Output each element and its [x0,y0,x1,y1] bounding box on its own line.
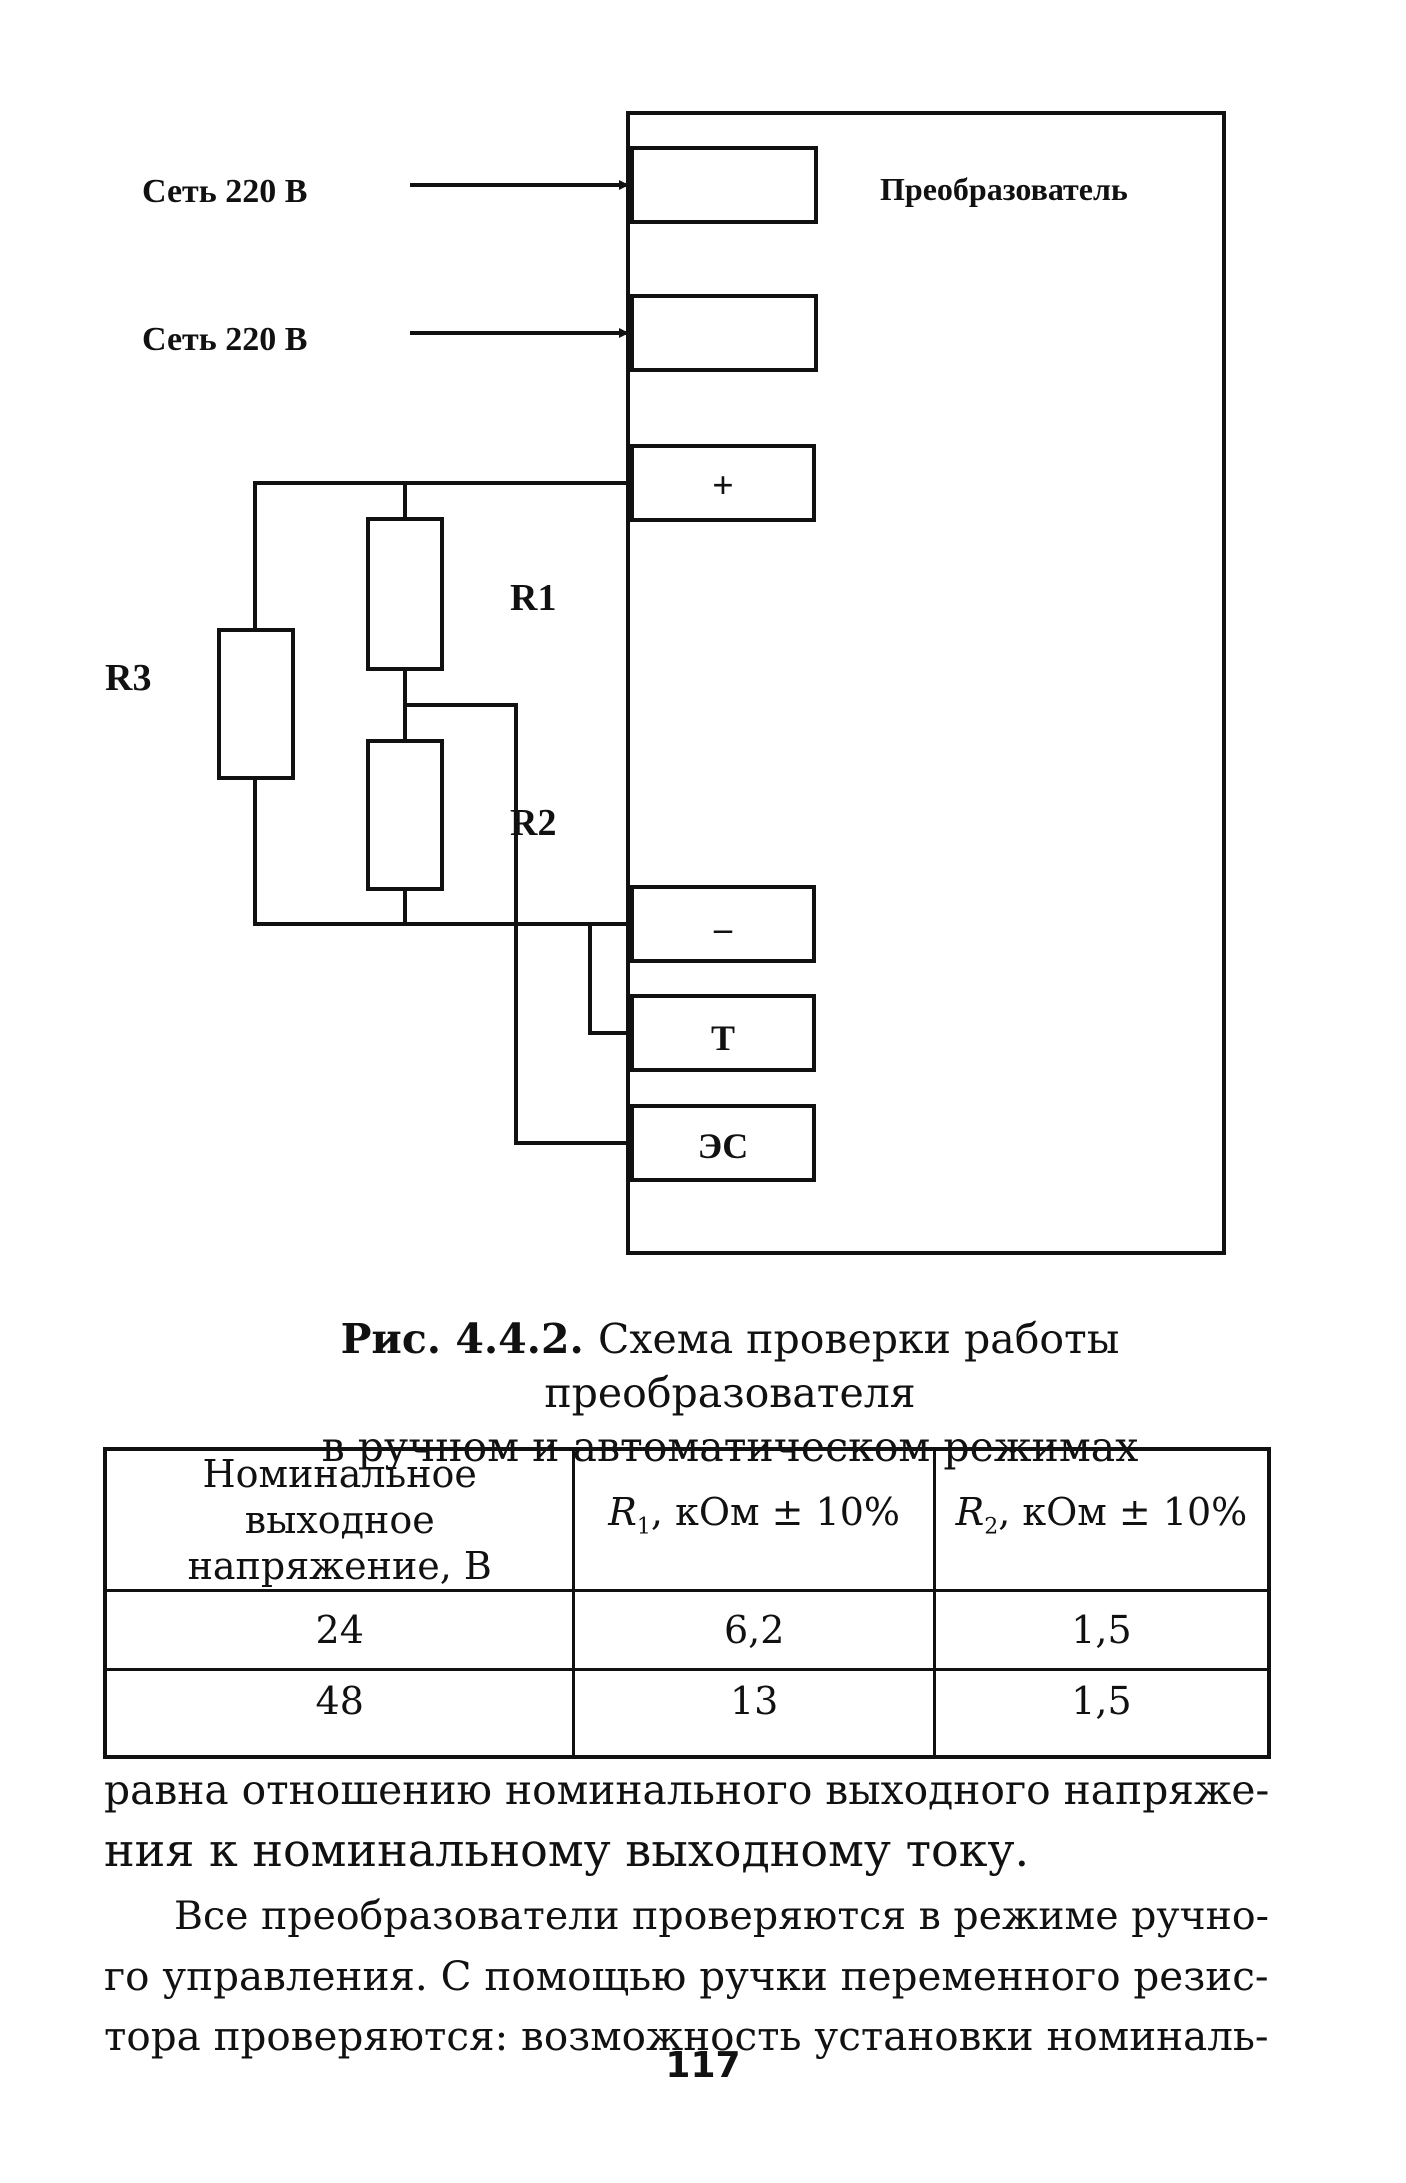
cell-r2: 1,5 [932,1668,1271,1759]
header-voltage-line-1: Номинальное выходное [202,1452,477,1542]
converter-box [626,111,1226,1255]
caption-line-1: Схема проверки работы преобразователя [544,1315,1120,1417]
input-2-label: Сеть 220 В [142,321,307,358]
paragraph-2: Все преобразователи проверяются в режиме… [104,1886,1269,2066]
header-voltage-line-2: напряжение, В [187,1544,492,1588]
circuit-diagram: Сеть 220 В Сеть 220 В Преобразователь + … [105,111,1226,1255]
header-r1: R1, кОм ± 10% [572,1447,936,1592]
input-1-label: Сеть 220 В [142,173,307,210]
header-r1-sub: 1 [636,1514,651,1540]
t-terminal-label: Т [711,1018,735,1058]
wire-tap-es [405,703,632,1145]
paragraph-1-line-1: равна отношению номинального выходного н… [104,1766,1270,1814]
page-number: 117 [665,2045,741,2086]
resistor-r2 [366,739,444,891]
paragraph-1-line-2: ния к номинальному выходному току. [104,1823,1030,1877]
paragraph-1: равна отношению номинального выходного н… [104,1760,1269,1880]
es-terminal-label: ЭС [698,1126,748,1166]
converter-label: Преобразователь [880,171,1128,207]
cell-r2: 1,5 [932,1589,1271,1671]
header-r1-symbol: R [608,1490,637,1535]
minus-terminal-label: – [713,908,733,948]
paragraph-2-line-3: тора проверяются: возможность установки … [104,2012,1269,2060]
resistor-r1 [366,517,444,671]
r2-label: R2 [510,802,556,844]
paragraph-2-line-2: го управления. С помощью ручки переменно… [104,1952,1269,2000]
input-terminal-1 [630,146,818,224]
cell-r1: 6,2 [572,1589,936,1671]
resistor-table: Номинальное выходное напряжение, В R1, к… [103,1447,1271,1759]
input-terminal-2 [630,294,818,372]
header-r2-sub: 2 [984,1514,999,1540]
wire-tap-t [588,924,632,1035]
table-row: 48 13 1,5 [103,1668,1271,1759]
resistor-r3 [217,628,295,780]
cell-r1: 13 [572,1668,936,1759]
header-r1-rest: , кОм ± 10% [650,1490,900,1535]
figure-number: Рис. 4.4.2. [340,1315,584,1363]
paragraph-2-line-1: Все преобразователи проверяются в режиме… [174,1893,1269,1939]
r1-label: R1 [510,577,556,619]
r3-label: R3 [105,657,151,699]
cell-voltage: 48 [103,1668,576,1759]
table-header-row: Номинальное выходное напряжение, В R1, к… [103,1447,1271,1592]
plus-terminal-label: + [712,465,734,507]
header-r2-symbol: R [955,1490,985,1535]
header-r2-rest: , кОм ± 10% [998,1490,1248,1535]
header-r2: R2, кОм ± 10% [932,1447,1271,1592]
header-voltage: Номинальное выходное напряжение, В [103,1447,576,1592]
cell-voltage: 24 [103,1589,576,1671]
table-row: 24 6,2 1,5 [103,1589,1271,1671]
